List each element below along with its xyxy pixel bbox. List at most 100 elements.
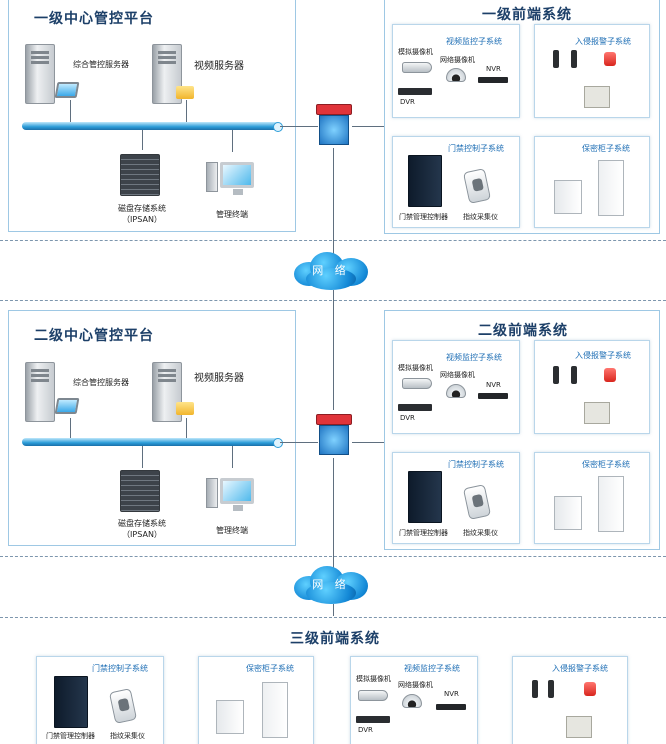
level3-access-controller-label: 门禁管理控制器 (46, 732, 95, 740)
level2-alarm-title: 入侵报警子系统 (575, 351, 631, 360)
level2-server1-label: 综合管控服务器 (73, 378, 129, 387)
level1-nvr-icon (478, 77, 508, 83)
level1-link-storage (142, 130, 143, 150)
level2-folder-icon (176, 402, 194, 415)
level1-video-title: 视频监控子系统 (446, 37, 502, 46)
level2-nvr-icon (478, 393, 508, 399)
level3-safe-tall-icon (262, 682, 288, 738)
level1-laptop-icon (54, 82, 80, 98)
level1-storage-icon (120, 154, 160, 196)
level2-laptop-icon (54, 398, 80, 414)
level3-top-divider (0, 617, 666, 618)
level1-link-server1 (70, 100, 71, 122)
level2-safe-tall-icon (598, 476, 624, 532)
level2-dvr-label: DVR (400, 414, 415, 422)
level2-link-terminal (232, 446, 233, 468)
level2-safe-small-icon (554, 496, 582, 530)
level1-front-title: 一级前端系统 (482, 7, 572, 23)
level2-link-switch-right (352, 442, 384, 443)
level1-analog-camera-label: 模拟摄像机 (398, 48, 433, 56)
level2-alarm-controller-icon (584, 402, 610, 424)
level2-analog-camera-icon (402, 378, 432, 389)
level1-terminal-monitor-icon (220, 162, 254, 195)
level2-beam-right-icon (571, 366, 577, 384)
level1-storage-sub: （IPSAN） (122, 215, 162, 224)
level1-beam-left-icon (553, 50, 559, 68)
level3-alarm-controller-icon (566, 716, 592, 738)
level1-platform-title: 一级中心管控平台 (34, 11, 154, 27)
network-cloud-2-label: 网 络 (312, 578, 350, 591)
level1-link-switch-left (280, 126, 318, 127)
level1-server1-label: 综合管控服务器 (73, 60, 129, 69)
level1-folder-icon (176, 86, 194, 99)
level3-analog-camera-label: 模拟摄像机 (356, 675, 391, 683)
level2-terminal-pc-icon (206, 478, 218, 508)
level3-siren-icon (584, 682, 596, 696)
level1-access-controller-label: 门禁管理控制器 (399, 213, 448, 221)
level2-access-title: 门禁控制子系统 (448, 460, 504, 469)
level1-divider (0, 240, 666, 241)
level1-terminal-label: 管理终端 (216, 210, 248, 219)
level1-server2-icon (152, 44, 182, 104)
level2-switch-icon (316, 414, 352, 458)
level1-server2-label: 视频服务器 (194, 61, 244, 72)
level1-storage-label: 磁盘存储系统 (118, 204, 166, 213)
level1-switch-icon (316, 104, 352, 148)
network-cloud-1-label: 网 络 (312, 264, 350, 277)
level1-dome-camera-icon (446, 68, 466, 82)
level3-nvr-icon (436, 704, 466, 710)
level2-access-controller-label: 门禁管理控制器 (399, 529, 448, 537)
level3-alarm-card (512, 656, 628, 744)
level2-fingerprint-label: 指纹采集仪 (463, 529, 498, 537)
level1-dvr-label: DVR (400, 98, 415, 106)
cloud2-link-down (333, 604, 334, 616)
level2-platform-title: 二级中心管控平台 (34, 328, 154, 344)
level3-front-title: 三级前端系统 (290, 631, 380, 647)
level2-terminal-label: 管理终端 (216, 526, 248, 535)
level3-safe-title: 保密柜子系统 (246, 664, 294, 673)
level1-bus (22, 122, 283, 132)
level3-fingerprint-label: 指纹采集仪 (110, 732, 145, 740)
level1-network-camera-label: 网络摄像机 (440, 56, 475, 64)
level1-safe-card (534, 136, 650, 228)
level3-access-controller-icon (54, 676, 88, 728)
level2-dvr-icon (398, 404, 432, 411)
level2-server2-label: 视频服务器 (194, 373, 244, 384)
network-cloud-1-icon: 网 络 (290, 250, 372, 290)
level2-terminal-monitor-icon (220, 478, 254, 511)
level2-link-server2 (186, 418, 187, 438)
level3-video-title: 视频监控子系统 (404, 664, 460, 673)
level1-beam-right-icon (571, 50, 577, 68)
level2-bus (22, 438, 283, 448)
level2-storage-sub: （IPSAN） (122, 530, 162, 539)
level2-access-controller-icon (408, 471, 442, 523)
level2-dome-camera-icon (446, 384, 466, 398)
cloud1-link-down (333, 290, 334, 410)
level2-safe-title: 保密柜子系统 (582, 460, 630, 469)
level3-dvr-label: DVR (358, 726, 373, 734)
level1-link-switch-cloud (333, 148, 334, 258)
level1-dvr-icon (398, 88, 432, 95)
level1-access-controller-icon (408, 155, 442, 207)
level2-nvr-label: NVR (486, 381, 501, 389)
level1-link-server2 (186, 100, 187, 122)
level1-siren-icon (604, 52, 616, 66)
level2-front-title: 二级前端系统 (478, 323, 568, 339)
level3-dome-camera-icon (402, 694, 422, 708)
level3-network-camera-label: 网络摄像机 (398, 681, 433, 689)
level1-alarm-controller-icon (584, 86, 610, 108)
level1-nvr-label: NVR (486, 65, 501, 73)
level2-video-title: 视频监控子系统 (446, 353, 502, 362)
level2-storage-label: 磁盘存储系统 (118, 519, 166, 528)
level3-access-title: 门禁控制子系统 (92, 664, 148, 673)
level1-safe-tall-icon (598, 160, 624, 216)
level2-top-divider (0, 300, 666, 301)
level1-analog-camera-icon (402, 62, 432, 73)
level1-safe-title: 保密柜子系统 (582, 144, 630, 153)
level1-link-switch-right (352, 126, 384, 127)
level1-fingerprint-label: 指纹采集仪 (463, 213, 498, 221)
level3-alarm-title: 入侵报警子系统 (552, 664, 608, 673)
level2-network-camera-label: 网络摄像机 (440, 371, 475, 379)
level2-link-storage (142, 446, 143, 468)
level2-link-switch-left (280, 442, 318, 443)
